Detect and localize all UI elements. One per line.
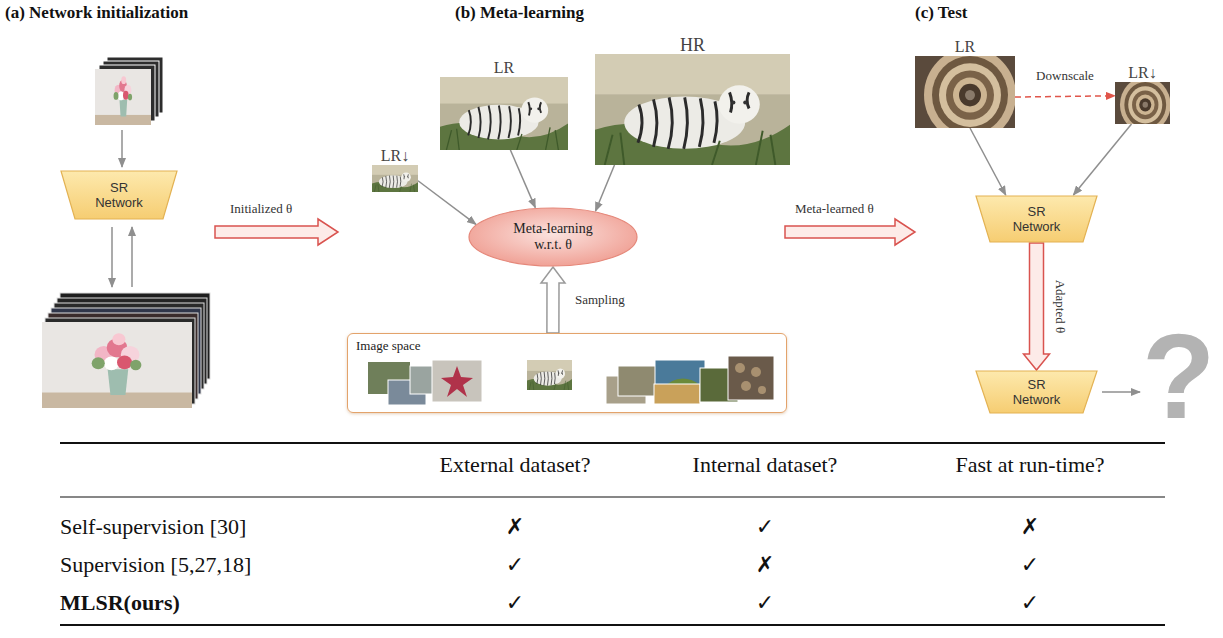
photo: [440, 77, 568, 150]
table-rule-part: [60, 496, 1165, 497]
arrow-connector: [1073, 124, 1131, 195]
trapezoid-shape: [976, 196, 1097, 242]
network-trapezoid: SR Network: [975, 370, 1098, 414]
edge-label: Adapted θ: [1052, 278, 1067, 336]
image-space-thumbnails-part: [441, 366, 473, 397]
network-trapezoid: SR Network: [60, 170, 178, 220]
edge-label: Sampling: [573, 293, 627, 308]
photo: [372, 165, 418, 192]
table-cell: Fast at run-time?: [955, 452, 1104, 477]
region-heading: Image space: [356, 338, 778, 353]
question-mark: ?: [1142, 316, 1215, 436]
table-cell: Supervision [5,27,18]: [60, 552, 251, 577]
process-ellipse: Meta-learning w.r.t. θ: [468, 207, 638, 267]
table-cell: ✗: [506, 514, 524, 539]
hollow-arrow: [1024, 243, 1050, 370]
large-image-stack: [42, 293, 210, 408]
photo-part: [372, 165, 418, 192]
image-panel: LR: [915, 38, 1015, 128]
section-heading: (a) Network initialization: [5, 3, 188, 23]
image-label: LR↓: [1115, 64, 1170, 82]
hollow-arrow: [541, 267, 565, 333]
image-space-thumbnails-part: [751, 367, 761, 377]
flow-arrows: [112, 130, 1140, 392]
photo-part: [595, 54, 790, 165]
table-cell: ✓: [1021, 590, 1039, 615]
table-cell: Self-supervision [30]: [60, 514, 246, 539]
small-image-stack-part: [95, 69, 151, 125]
image-label: HR: [595, 36, 790, 54]
image-space-thumbnails-part: [741, 381, 751, 391]
photo-part: [440, 77, 568, 150]
small-image-stack: [95, 57, 163, 125]
parameter-arrow-part: [785, 219, 915, 245]
image-space-thumbnails-part: [735, 363, 745, 373]
photo: [595, 54, 790, 165]
image-space-thumbnails-part: [432, 360, 482, 402]
table-cell: ✓: [506, 552, 524, 577]
table-cell: ✓: [1021, 552, 1039, 577]
arrow-connector: [418, 181, 476, 225]
image-panel: LR↓: [372, 147, 418, 192]
photo: [915, 56, 1015, 128]
arrow-connector: [970, 128, 1006, 195]
image-label: LR: [915, 38, 1015, 56]
arrow-connector: [596, 165, 615, 211]
table-rule-part: [60, 624, 1165, 626]
photo-part: [1115, 82, 1170, 124]
node-label: SR Network: [88, 180, 150, 210]
image-label: LR↓: [372, 147, 418, 165]
network-trapezoid: SR Network: [975, 195, 1098, 243]
table-cell: External dataset?: [440, 452, 591, 477]
image-panel: LR: [440, 59, 568, 150]
image-label: LR: [440, 59, 568, 77]
image-space-thumbnails-part: [758, 386, 766, 394]
table-rule: [60, 443, 1165, 625]
photo: [1115, 82, 1170, 124]
section-heading: (c) Test: [915, 3, 967, 23]
image-panel: LR↓: [1115, 64, 1170, 124]
section-heading: (b) Meta-learning: [455, 3, 584, 23]
image-space-thumbnails-part: [654, 384, 700, 404]
node-label: SR Network: [1006, 377, 1068, 407]
image-space-thumbnails: [368, 356, 774, 405]
edge-label: Downscale: [1034, 69, 1096, 84]
table-rule-part: [60, 442, 1165, 444]
arrow-connector: [510, 150, 535, 208]
arrow-label: Initialized θ: [230, 202, 292, 217]
arrow-connector: [1015, 96, 1115, 97]
region-box: Image space: [347, 333, 787, 413]
node-label: SR Network: [1006, 204, 1068, 234]
large-image-stack-part: [42, 322, 192, 408]
ellipse-shape: [469, 208, 637, 266]
table-cell: ✗: [756, 552, 774, 577]
image-space-thumbnails-part: [728, 356, 774, 400]
table-cell: MLSR(ours): [60, 590, 180, 615]
parameter-arrow-part: [215, 219, 338, 245]
node-label: Meta-learning w.r.t. θ: [503, 221, 603, 253]
table-cell: ✓: [756, 514, 774, 539]
flow-arrows-part: [111, 227, 113, 287]
table-cell: ✓: [506, 590, 524, 615]
table-cell: ✗: [1021, 514, 1039, 539]
trapezoid-shape: [976, 371, 1097, 413]
table-cell: ✓: [756, 590, 774, 615]
image-space-thumbnails-part: [527, 360, 572, 390]
flow-arrows-part: [131, 227, 133, 287]
image-panel: HR: [595, 36, 790, 165]
arrow-label: Meta-learned θ: [795, 202, 874, 217]
trapezoid-shape: [61, 171, 177, 219]
flow-arrows-part: [121, 130, 123, 167]
table-cell: Internal dataset?: [693, 452, 838, 477]
photo-part: [915, 56, 1015, 128]
flow-arrows-part: [1102, 391, 1140, 393]
